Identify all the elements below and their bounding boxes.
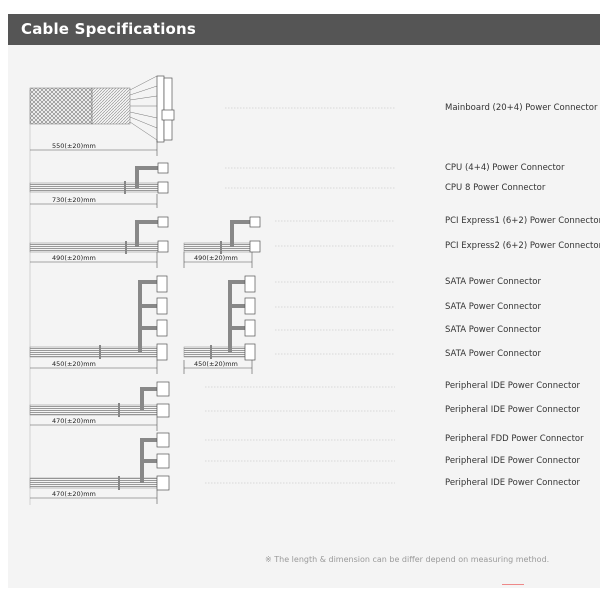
peripheral-cable-drawing-1 — [29, 381, 170, 431]
dimension-label: 730(±20)mm — [52, 196, 96, 204]
connector-label: SATA Power Connector — [445, 349, 541, 359]
dimension-label: 490(±20)mm — [52, 254, 96, 262]
pcie-cable-drawing — [29, 216, 261, 268]
dimension-label: 550(±20)mm — [52, 142, 96, 150]
peripheral-cable-drawing-2 — [29, 432, 170, 504]
connector-label: Peripheral IDE Power Connector — [445, 381, 581, 391]
decorative-divider — [502, 584, 524, 585]
footnote: ※ The length & dimension can be differ d… — [265, 555, 550, 564]
dimension-label: 470(±20)mm — [52, 417, 96, 425]
connector-label: Peripheral FDD Power Connector — [445, 434, 584, 444]
dimension-label: 450(±20)mm — [194, 360, 238, 368]
connector-label: PCI Express1 (6+2) Power Connector — [445, 216, 600, 226]
connector-label: SATA Power Connector — [445, 325, 541, 335]
connector-label: Peripheral IDE Power Connector — [445, 405, 581, 415]
cpu-cable-drawing — [29, 162, 169, 208]
sata-cable-drawing — [29, 275, 256, 374]
dimension-label: 490(±20)mm — [194, 254, 238, 262]
leader-lines — [205, 107, 395, 484]
section-title: Cable Specifications — [21, 20, 197, 38]
connector-label: PCI Express2 (6+2) Power Connector — [445, 241, 600, 251]
section-header: Cable Specifications — [8, 14, 600, 45]
connector-label: Mainboard (20+4) Power Connector — [445, 103, 598, 113]
connector-label: SATA Power Connector — [445, 277, 541, 287]
dimension-label: 470(±20)mm — [52, 490, 96, 498]
connector-label: CPU 8 Power Connector — [445, 183, 546, 193]
connector-label: Peripheral IDE Power Connector — [445, 456, 581, 466]
mainboard-cable-drawing — [29, 75, 175, 156]
dimension-label: 450(±20)mm — [52, 360, 96, 368]
connector-label: Peripheral IDE Power Connector — [445, 478, 581, 488]
connector-label: SATA Power Connector — [445, 302, 541, 312]
connector-label: CPU (4+4) Power Connector — [445, 163, 565, 173]
